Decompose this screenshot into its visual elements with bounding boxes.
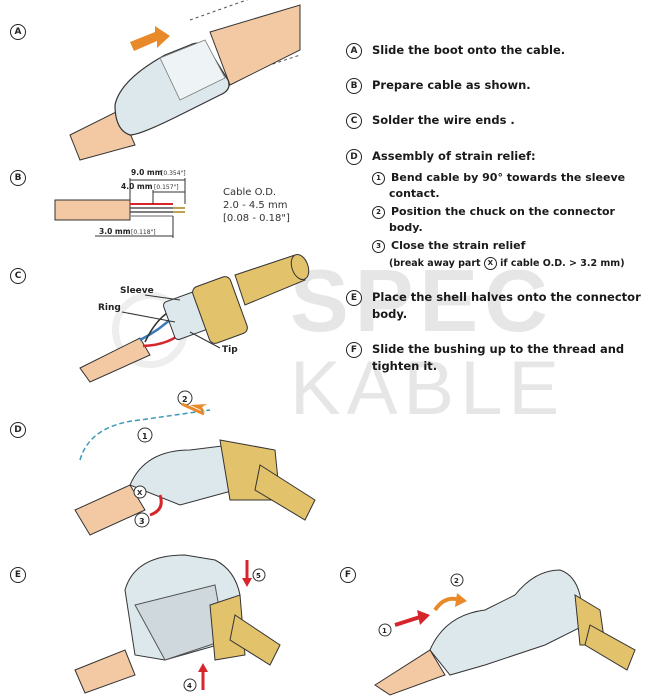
instruction-badge-e: E bbox=[346, 290, 362, 306]
instruction-badge-a: A bbox=[346, 43, 362, 59]
figure-badge-b: B bbox=[10, 170, 26, 186]
instruction-badge-d: D bbox=[346, 149, 362, 165]
ring-label: Ring bbox=[98, 303, 121, 313]
instruction-d-sub1-cont: contact. bbox=[389, 187, 440, 200]
dim-9mm-inch: [0.354"] bbox=[161, 170, 186, 177]
step-4-circle bbox=[183, 678, 197, 692]
figure-badge-e: E bbox=[10, 567, 26, 583]
instruction-d-sub2-cont: body. bbox=[389, 221, 423, 234]
figure-badge-a: A bbox=[10, 24, 26, 40]
instruction-d-text: Assembly of strain relief: bbox=[372, 149, 536, 163]
instruction-e-line1: Place the shell halves onto the connecto… bbox=[372, 290, 641, 304]
step-1-circle-f bbox=[378, 623, 392, 637]
instruction-f-line1: Slide the bushing up to the thread and bbox=[372, 342, 625, 356]
step-5-number: 5 bbox=[256, 572, 261, 580]
cable-od-mm: 2.0 - 4.5 mm bbox=[223, 200, 287, 211]
instruction-f-line2: tighten it. bbox=[372, 359, 438, 373]
watermark-line2: KABLE bbox=[290, 346, 566, 431]
sleeve-label: Sleeve bbox=[120, 286, 154, 296]
dim-9mm: 9.0 mm bbox=[131, 168, 163, 177]
sub3-note-post: if cable O.D. > 3.2 mm) bbox=[496, 258, 625, 269]
figure-a-boot bbox=[69, 0, 301, 161]
sub3-line1: Close the strain relief bbox=[391, 239, 526, 252]
breakaway-x-mark: X bbox=[137, 489, 143, 497]
instruction-d-sub2: 2 Position the chuck on the connector bbox=[372, 204, 615, 220]
instruction-d-sub3: 3 Close the strain relief bbox=[372, 238, 525, 254]
watermark-line1: SPEC bbox=[290, 251, 554, 350]
figure-badge-c: C bbox=[10, 268, 26, 284]
figure-b-cable-prep: 9.0 mm [0.354"] 4.0 mm [0.157"] 3.0 mm [… bbox=[54, 168, 290, 238]
instruction-badge-c: C bbox=[346, 113, 362, 129]
breakaway-x-badge: X bbox=[483, 257, 497, 270]
sub3-note-pre: (break away part bbox=[389, 258, 484, 269]
instruction-badge-b: B bbox=[346, 78, 362, 94]
figure-c-solder: Sleeve Ring Tip bbox=[79, 253, 310, 383]
step-1-number: 1 bbox=[142, 432, 148, 441]
step-4-number: 4 bbox=[187, 682, 192, 690]
step-2-number: 2 bbox=[182, 395, 188, 404]
dim-4mm: 4.0 mm bbox=[121, 182, 153, 191]
step-2-circle-f bbox=[450, 573, 464, 587]
sub1-line1: Bend cable by 90° towards the sleeve bbox=[391, 171, 626, 184]
step-1-number-f: 1 bbox=[382, 627, 387, 635]
instruction-c-text: Solder the wire ends . bbox=[372, 113, 515, 127]
step-5-circle bbox=[252, 568, 266, 582]
instruction-d-sub1: 1 Bend cable by 90° towards the sleeve bbox=[372, 170, 625, 186]
cable-od-inch: [0.08 - 0.18"] bbox=[223, 213, 290, 224]
instruction-b-text: Prepare cable as shown. bbox=[372, 78, 531, 92]
step-2-number-f: 2 bbox=[454, 577, 459, 585]
sub2-line1: Position the chuck on the connector bbox=[391, 205, 615, 218]
sub-number-2: 2 bbox=[372, 206, 385, 219]
step-1-circle bbox=[137, 427, 153, 443]
instruction-d-sub3-note: (break away part X if cable O.D. > 3.2 m… bbox=[389, 256, 625, 272]
breakaway-x-circle bbox=[133, 485, 147, 499]
figure-f-bushing: 1 2 bbox=[374, 569, 636, 696]
instruction-badge-f: F bbox=[346, 342, 362, 358]
dim-3mm: 3.0 mm bbox=[99, 227, 131, 236]
slide-arrow bbox=[130, 26, 170, 51]
instruction-a-text: Slide the boot onto the cable. bbox=[372, 43, 566, 57]
step-3-circle bbox=[134, 512, 150, 528]
instruction-e-line2: body. bbox=[372, 307, 408, 321]
dim-4mm-inch: [0.157"] bbox=[154, 184, 179, 191]
figure-badge-f: F bbox=[340, 567, 356, 583]
figure-e-shell: 5 4 bbox=[74, 554, 281, 694]
tip-label: Tip bbox=[222, 345, 238, 355]
dim-3mm-inch: [0.118"] bbox=[131, 229, 156, 236]
figure-d-strain-relief: 1 2 3 X bbox=[74, 390, 316, 536]
step-3-number: 3 bbox=[139, 517, 145, 526]
figure-badge-d: D bbox=[10, 422, 26, 438]
sub-number-3: 3 bbox=[372, 240, 385, 253]
sub-number-1: 1 bbox=[372, 172, 385, 185]
cable-od-title: Cable O.D. bbox=[223, 187, 276, 198]
